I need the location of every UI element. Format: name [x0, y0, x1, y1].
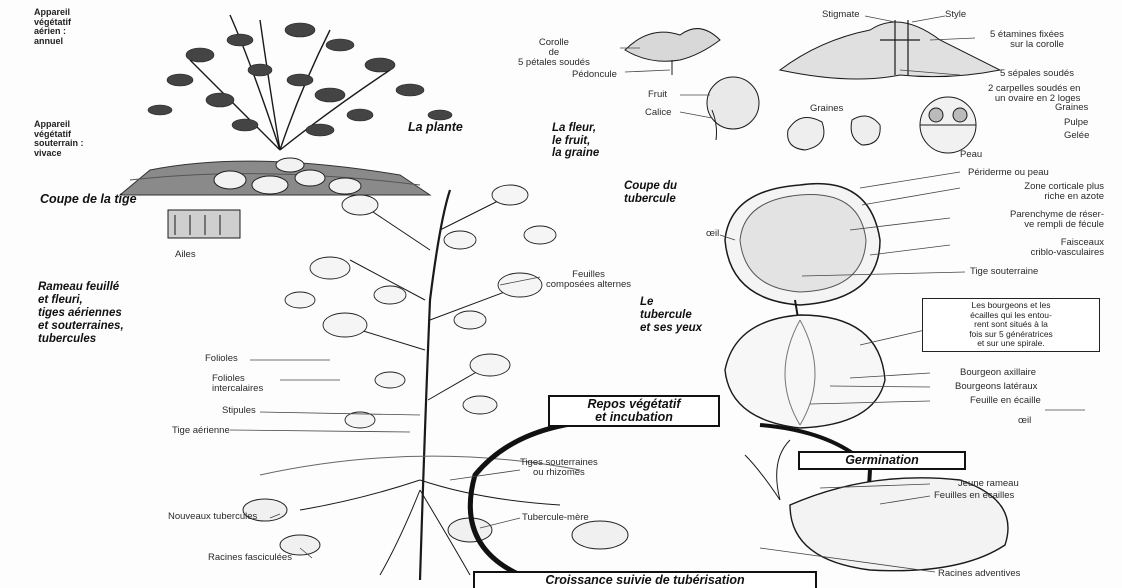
label-parenchyme: Parenchyme de réser- ve rempli de fécule	[952, 210, 1104, 230]
label-graines-left: Graines	[810, 104, 843, 114]
flower-illustration	[625, 20, 1000, 79]
heading-coupe-tige: Coupe de la tige	[40, 192, 137, 206]
label-zone-corticale: Zone corticale plus riche en azote	[968, 182, 1104, 202]
label-folioles: Folioles	[205, 354, 238, 364]
label-oeil-tuber: œil	[1018, 416, 1031, 426]
fruit-illustration	[707, 77, 976, 153]
label-feuilles-composees: Feuilles composées alternes	[546, 270, 631, 290]
label-nouveaux-tubercules: Nouveaux tubercules	[168, 512, 257, 522]
plant-illustration	[120, 15, 452, 195]
label-calice: Calice	[645, 108, 671, 118]
label-oeil-section: œil	[706, 229, 719, 239]
label-jeune-rameau: Jeune rameau	[958, 479, 1019, 489]
label-appareil-souterrain: Appareil végétatif souterrain : vivace	[34, 120, 84, 158]
label-faisceaux: Faisceaux criblo-vasculaires	[960, 238, 1104, 258]
tuber-section-illustration	[725, 184, 880, 330]
label-stipules: Stipules	[222, 406, 256, 416]
label-tige-souterraine: Tige souterraine	[970, 267, 1038, 277]
label-stigmate: Stigmate	[822, 10, 860, 20]
heading-la-plante: La plante	[408, 120, 463, 134]
label-periderme: Périderme ou peau	[968, 168, 1049, 178]
label-tige-aerienne: Tige aérienne	[172, 426, 230, 436]
stage-box-germination: Germination	[798, 451, 966, 470]
label-peau: Peau	[960, 150, 982, 160]
label-tiges-souterraines: Tiges souterraines ou rhizomes	[520, 458, 598, 478]
label-carpelles: 2 carpelles soudés en un ovaire en 2 log…	[988, 84, 1080, 104]
label-racines-adventives: Racines adventives	[938, 569, 1020, 579]
heading-coupe-tubercule: Coupe du tubercule	[624, 180, 677, 206]
label-etamines: 5 étamines fixées sur la corolle	[990, 30, 1064, 50]
tuber-eyes-illustration	[725, 315, 885, 428]
stage-box-croissance: Croissance suivie de tubérisation	[473, 571, 817, 588]
label-tubercule-mere: Tubercule-mère	[522, 513, 589, 523]
label-fruit: Fruit	[648, 90, 667, 100]
stage-box-repos: Repos végétatif et incubation	[548, 395, 720, 427]
heading-fleur-fruit-graine: La fleur, le fruit, la graine	[552, 122, 599, 160]
label-gelee: Gelée	[1064, 131, 1089, 141]
label-bourgeon-axillaire: Bourgeon axillaire	[960, 368, 1036, 378]
heading-rameau: Rameau feuillé et fleuri, tiges aérienne…	[38, 281, 124, 346]
label-corolle: Corolle de 5 pétales soudés	[518, 38, 590, 68]
label-racines-fasciculees: Racines fasciculées	[208, 553, 292, 563]
label-sepales: 5 sépales soudés	[1000, 69, 1074, 79]
label-feuille-ecaille: Feuille en écaille	[970, 396, 1041, 406]
label-folioles-intercalaires: Folioles intercalaires	[212, 374, 263, 394]
bourgeons-note-box: Les bourgeons et les écailles qui les en…	[922, 298, 1100, 352]
label-graines-right: Graines	[1055, 103, 1088, 113]
label-pulpe: Pulpe	[1064, 118, 1088, 128]
label-pedoncule: Pédoncule	[572, 70, 617, 80]
label-bourgeons-lateraux: Bourgeons latéraux	[955, 382, 1037, 392]
heading-tubercule-yeux: Le tubercule et ses yeux	[640, 296, 702, 335]
label-feuilles-ecailles: Feuilles en écailles	[934, 491, 1014, 501]
label-ailes: Ailes	[175, 250, 196, 260]
label-style: Style	[945, 10, 966, 20]
stem-section-illustration	[168, 210, 240, 238]
label-appareil-aerien: Appareil végétatif aérien : annuel	[34, 8, 71, 46]
